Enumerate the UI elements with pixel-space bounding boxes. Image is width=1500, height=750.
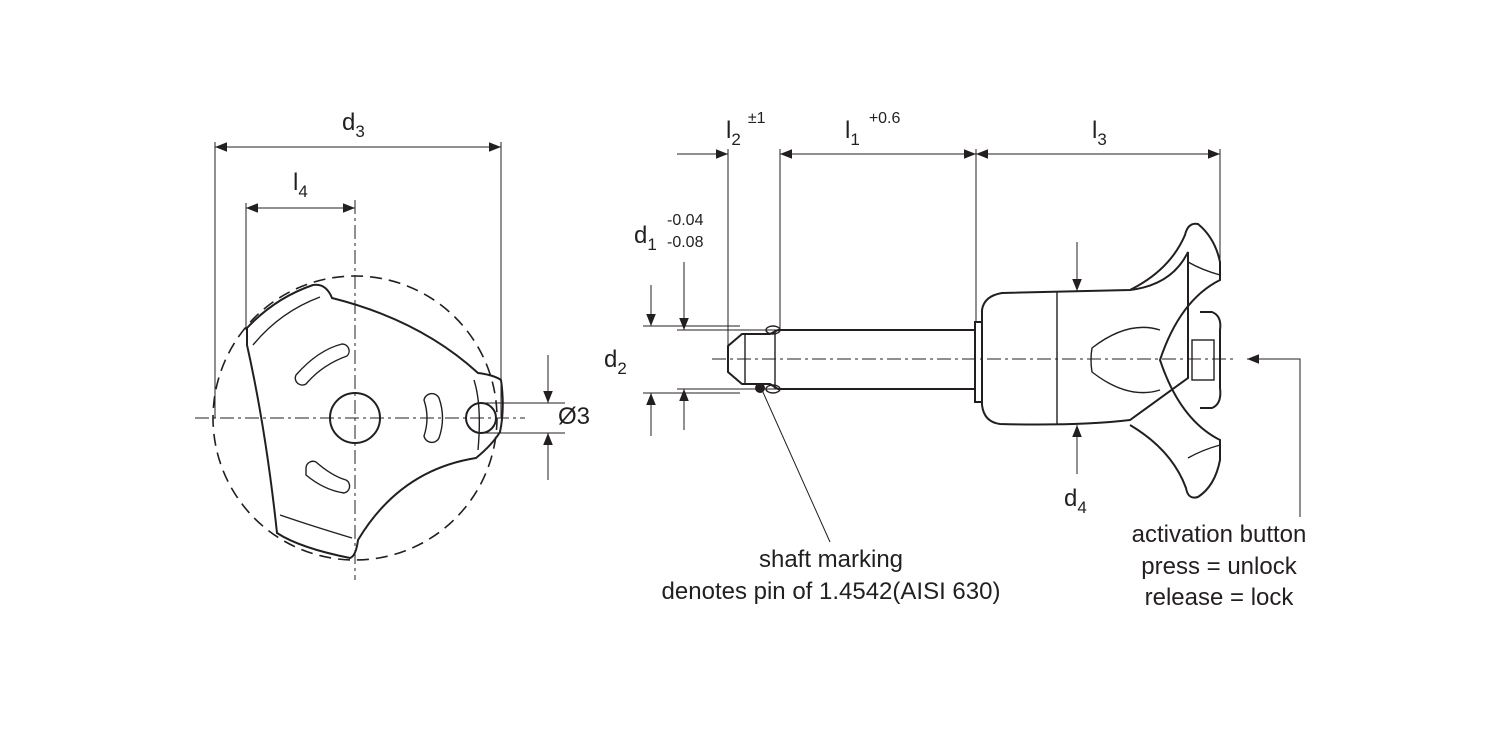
d3-label: d3 (342, 109, 365, 141)
lobe-edge-top (252, 296, 321, 346)
d2-label: d2 (604, 346, 627, 378)
handle-lobe-bottom-edge (1187, 444, 1221, 459)
l4-label: l4 (293, 169, 308, 201)
activation-button-line-1: activation button (1132, 521, 1307, 548)
activation-button-leader (1247, 354, 1301, 517)
d1-label: d1 (634, 222, 657, 254)
d4-label: d4 (1064, 485, 1087, 517)
knob-body (981, 251, 1189, 426)
knob-outline (246, 283, 504, 560)
shaft-marking-line-2: denotes pin of 1.4542(AISI 630) (662, 578, 1001, 605)
activation-button-line-2: press = unlock (1141, 553, 1297, 580)
end-view: d3 l4 Ø3 (195, 109, 590, 580)
handle-lobe-top-edge (1187, 261, 1221, 276)
central-bore (329, 392, 381, 444)
l2-label: l2±1 (726, 110, 766, 149)
slot-upper (294, 343, 350, 386)
hole-diameter-label: Ø3 (558, 403, 590, 430)
slot-lower (305, 460, 351, 494)
handle-inner-contour (1090, 326, 1161, 394)
lobe-edge-bottom (279, 514, 353, 539)
activation-button-line-3: release = lock (1145, 584, 1295, 611)
shaft-marking-leader (761, 389, 831, 543)
pin-shaft (727, 329, 975, 390)
slot-right (423, 392, 444, 444)
side-view: l2±1 l1+0.6 l3 d1 -0.04 -0.08 d2 d4 (604, 110, 1301, 543)
flange (974, 321, 983, 403)
button-cap (1191, 339, 1215, 381)
d1-tolerance-upper: -0.04 (667, 212, 704, 229)
l1-label: l1+0.6 (845, 110, 901, 149)
knob-handle (1129, 222, 1221, 499)
activation-button-note: activation button press = unlock release… (1132, 521, 1307, 611)
d1-tolerance-lower: -0.08 (667, 234, 704, 251)
lobe-edge-right (473, 379, 481, 451)
activation-button (1200, 311, 1222, 409)
shaft-marking-line-1: shaft marking (759, 546, 903, 573)
l3-label: l3 (1092, 117, 1107, 149)
shaft-marking-note: shaft marking denotes pin of 1.4542(AISI… (662, 546, 1001, 605)
shaft-marking-dot (755, 383, 765, 393)
